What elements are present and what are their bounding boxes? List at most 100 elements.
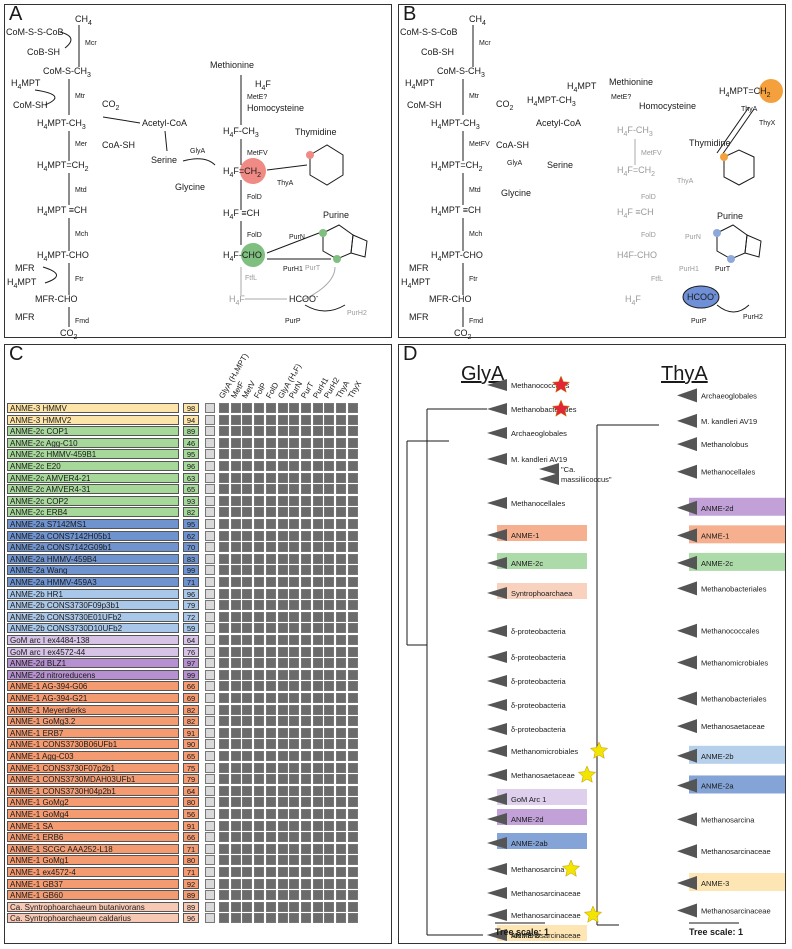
gene-presence-cell [289, 693, 300, 703]
gene-presence-cell [254, 820, 265, 831]
gene-presence-cell [300, 484, 311, 495]
gene-presence-cell [254, 646, 265, 657]
gene-presence-cell [312, 414, 323, 425]
gene-presence-cell [242, 774, 253, 785]
gene-presence-cell [336, 472, 346, 483]
gene-presence-cell [242, 588, 253, 599]
gene-presence-cell [219, 519, 229, 529]
tree-label: δ-proteobacteria [511, 701, 566, 710]
gene-presence-cell [277, 681, 288, 692]
gene-presence-cell [336, 530, 346, 541]
gene-presence-cell [277, 530, 288, 541]
gene-presence-cell [312, 658, 323, 669]
homocysteine-label: Homocysteine [247, 103, 304, 113]
homocysteine-label-b: Homocysteine [639, 101, 696, 111]
gene-presence-cell [254, 832, 265, 843]
gene-presence-cell [312, 600, 323, 611]
gene-presence-cell [242, 704, 253, 715]
genome-name: ANME-2b CONS3730F09p3b1 [7, 600, 179, 611]
gene-presence-cell [277, 843, 288, 854]
genome-name: ANME-2d nitroreducens [7, 669, 179, 680]
genome-name: ANME-1 GoMg1 [7, 855, 179, 866]
collapsed-clade [677, 623, 697, 638]
gene-presence-cell [230, 913, 241, 924]
gene-presence-cell [254, 635, 265, 645]
panel-label-c: C [9, 343, 24, 365]
tree-label: Methanobacteriales [511, 405, 577, 414]
h4f-cho-label-b: H4F-CHO [617, 250, 657, 260]
genome-name: ANME-1 AG-394-G06 [7, 681, 179, 692]
gene-presence-cell [300, 832, 311, 843]
gene-presence-cell [277, 890, 288, 901]
gene-presence-cell [347, 495, 358, 506]
gene-presence-cell [324, 820, 335, 831]
gene-presence-cell [277, 600, 288, 611]
gene-presence-cell [336, 797, 346, 808]
gene-presence-cell [277, 867, 288, 877]
gene-presence-cell [300, 762, 311, 773]
genome-name: ANME-2a HMMV-459A3 [7, 577, 179, 587]
mcr-curve [59, 31, 72, 49]
gene-presence-cell [336, 646, 346, 657]
gene-presence-cell [254, 843, 265, 854]
gene-presence-cell [219, 867, 229, 877]
gene-presence-cell [312, 646, 323, 657]
gene-presence-cell [230, 704, 241, 715]
completeness-value: 46 [183, 437, 199, 448]
collapsed-clade [487, 745, 507, 757]
gene-presence-cell [219, 739, 229, 750]
gene-presence-cell [347, 716, 358, 727]
gene-presence-cell [336, 577, 346, 587]
ch2-highlight-circle [240, 158, 266, 184]
gene-presence-cell [347, 530, 358, 541]
gene-presence-cell [347, 553, 358, 564]
gene-presence-cell [300, 553, 311, 564]
gene-presence-cell [312, 611, 323, 622]
pathway-diagram-b: CH4 CoM-S-S-CoB Mcr CoB-SH CoM-S-CH3 H4M… [400, 14, 783, 341]
gene-presence-cell [254, 577, 265, 587]
spacer-cell [205, 878, 215, 889]
gene-presence-cell [230, 901, 241, 912]
completeness-value: 59 [183, 623, 199, 634]
gene-presence-cell [347, 797, 358, 808]
gene-presence-cell [347, 646, 358, 657]
gene-presence-cell [324, 843, 335, 854]
gene-presence-cell [230, 565, 241, 576]
coa-sh-label: CoA-SH [102, 140, 135, 150]
gene-presence-cell [230, 542, 241, 553]
mtd-label-b: Mtd [469, 187, 481, 194]
collapsed-clade [487, 529, 507, 541]
gene-presence-cell [289, 519, 300, 529]
completeness-value: 96 [183, 588, 199, 599]
tree-label: Methanococcales [511, 381, 570, 390]
gene-presence-cell [242, 623, 253, 634]
genome-name: Ca. Syntrophoarchaeum caldarius [7, 913, 179, 924]
gene-presence-cell [219, 635, 229, 645]
tree-label: "Ca. [561, 465, 575, 474]
gene-presence-cell [289, 623, 300, 634]
gene-presence-cell [324, 797, 335, 808]
metfv-grey-label: MetFV [641, 150, 662, 157]
completeness-value: 70 [183, 542, 199, 553]
gene-presence-cell [336, 600, 346, 611]
gene-presence-cell [265, 785, 276, 796]
gene-presence-cell [324, 855, 335, 866]
purt-arc-grey [300, 266, 336, 302]
gene-presence-cell [277, 414, 288, 425]
gene-presence-cell [219, 449, 229, 460]
gene-presence-cell [289, 484, 300, 495]
collapsed-clade [677, 655, 697, 670]
gene-presence-cell [230, 716, 241, 727]
gene-presence-cell [254, 681, 265, 692]
gene-presence-cell [277, 519, 288, 529]
gene-presence-cell [265, 832, 276, 843]
purh1-label-b: PurH1 [679, 266, 699, 273]
arrow-thyx-1 [716, 106, 750, 154]
completeness-value: 62 [183, 530, 199, 541]
gene-presence-cell [336, 623, 346, 634]
arrow-to-serine [164, 130, 168, 152]
